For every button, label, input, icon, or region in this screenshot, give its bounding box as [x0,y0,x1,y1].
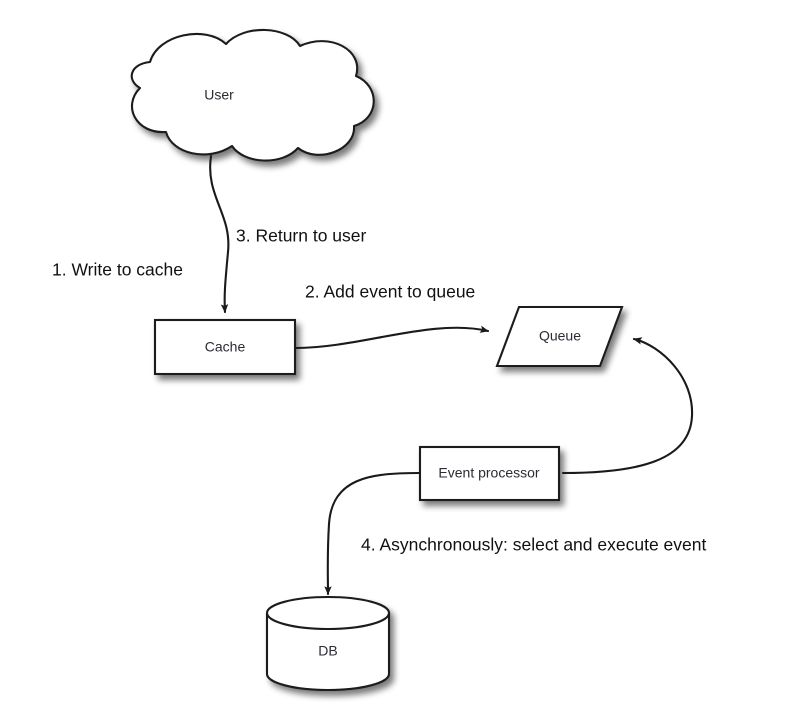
node-db[interactable] [265,595,391,692]
node-user[interactable] [130,28,375,162]
edge-processor-to-db[interactable] [324,471,421,596]
node-queue-label: Queue [539,328,581,344]
node-event-processor-label: Event processor [438,465,539,481]
step-label-3: 3. Return to user [236,226,367,246]
edge-processor-to-queue[interactable] [561,337,694,475]
step-label-1: 1. Write to cache [52,260,183,280]
node-event-processor[interactable] [418,445,561,502]
node-db-label: DB [318,643,337,659]
node-cache[interactable] [153,318,297,376]
step-label-4: 4. Asynchronously: select and execute ev… [361,535,706,555]
edge-user-to-cache[interactable] [209,154,230,314]
node-queue[interactable] [495,305,624,368]
node-cache-label: Cache [205,339,246,355]
node-user-label: User [204,87,234,103]
step-label-2: 2. Add event to queue [305,282,475,302]
edge-cache-to-queue[interactable] [294,325,490,350]
